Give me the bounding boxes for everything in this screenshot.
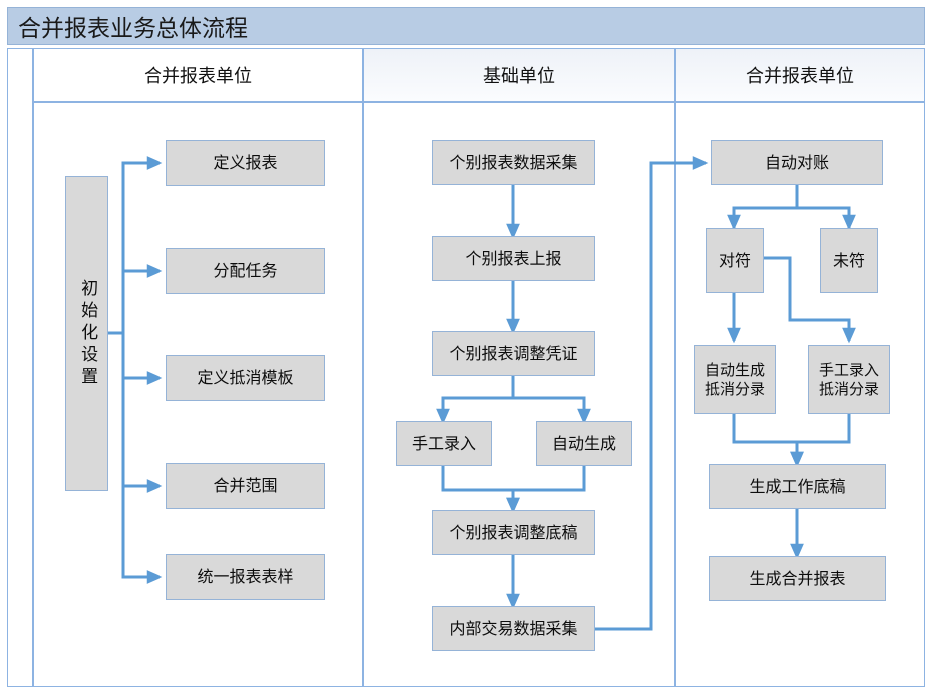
lane-separator-2: [674, 48, 676, 687]
node-manual-entry[interactable]: 手工录入: [396, 421, 492, 466]
swimlane-frame: [7, 48, 925, 687]
node-unmatched[interactable]: 未符: [820, 228, 878, 293]
node-internal-transaction-data-collection[interactable]: 内部交易数据采集: [432, 606, 595, 651]
lane-gutter-separator: [32, 48, 34, 687]
node-auto-reconciliation[interactable]: 自动对账: [711, 140, 883, 185]
lane-header-rule: [33, 101, 925, 103]
lane-header-consolidation-unit-left: 合并报表单位: [34, 49, 362, 101]
node-define-offset-template[interactable]: 定义抵消模板: [166, 355, 325, 401]
node-define-report[interactable]: 定义报表: [166, 140, 325, 186]
node-merge-scope[interactable]: 合并范围: [166, 463, 325, 509]
node-submit-individual-report[interactable]: 个别报表上报: [432, 236, 595, 281]
lane-header-consolidation-unit-right: 合并报表单位: [676, 49, 924, 101]
node-assign-task[interactable]: 分配任务: [166, 248, 325, 294]
node-generate-consolidated-report[interactable]: 生成合并报表: [709, 556, 886, 601]
node-auto-generate-offset-entry[interactable]: 自动生成 抵消分录: [694, 345, 776, 414]
diagram-title-bar: 合并报表业务总体流程: [7, 7, 925, 45]
lane-header-base-unit: 基础单位: [364, 49, 674, 101]
node-individual-report-adjust-draft[interactable]: 个别报表调整底稿: [432, 510, 595, 555]
lane-separator-1: [362, 48, 364, 687]
node-individual-report-adjust-voucher[interactable]: 个别报表调整凭证: [432, 331, 595, 376]
node-auto-generate[interactable]: 自动生成: [536, 421, 632, 466]
node-collect-individual-report-data[interactable]: 个别报表数据采集: [432, 140, 595, 185]
diagram-title: 合并报表业务总体流程: [18, 16, 248, 42]
node-unified-report-format[interactable]: 统一报表表样: [166, 554, 325, 600]
node-manual-entry-offset-entry[interactable]: 手工录入 抵消分录: [808, 345, 890, 414]
node-initial-setup[interactable]: 初始化设置: [65, 176, 108, 491]
node-generate-worksheet[interactable]: 生成工作底稿: [709, 464, 886, 509]
node-matched[interactable]: 对符: [706, 228, 764, 293]
